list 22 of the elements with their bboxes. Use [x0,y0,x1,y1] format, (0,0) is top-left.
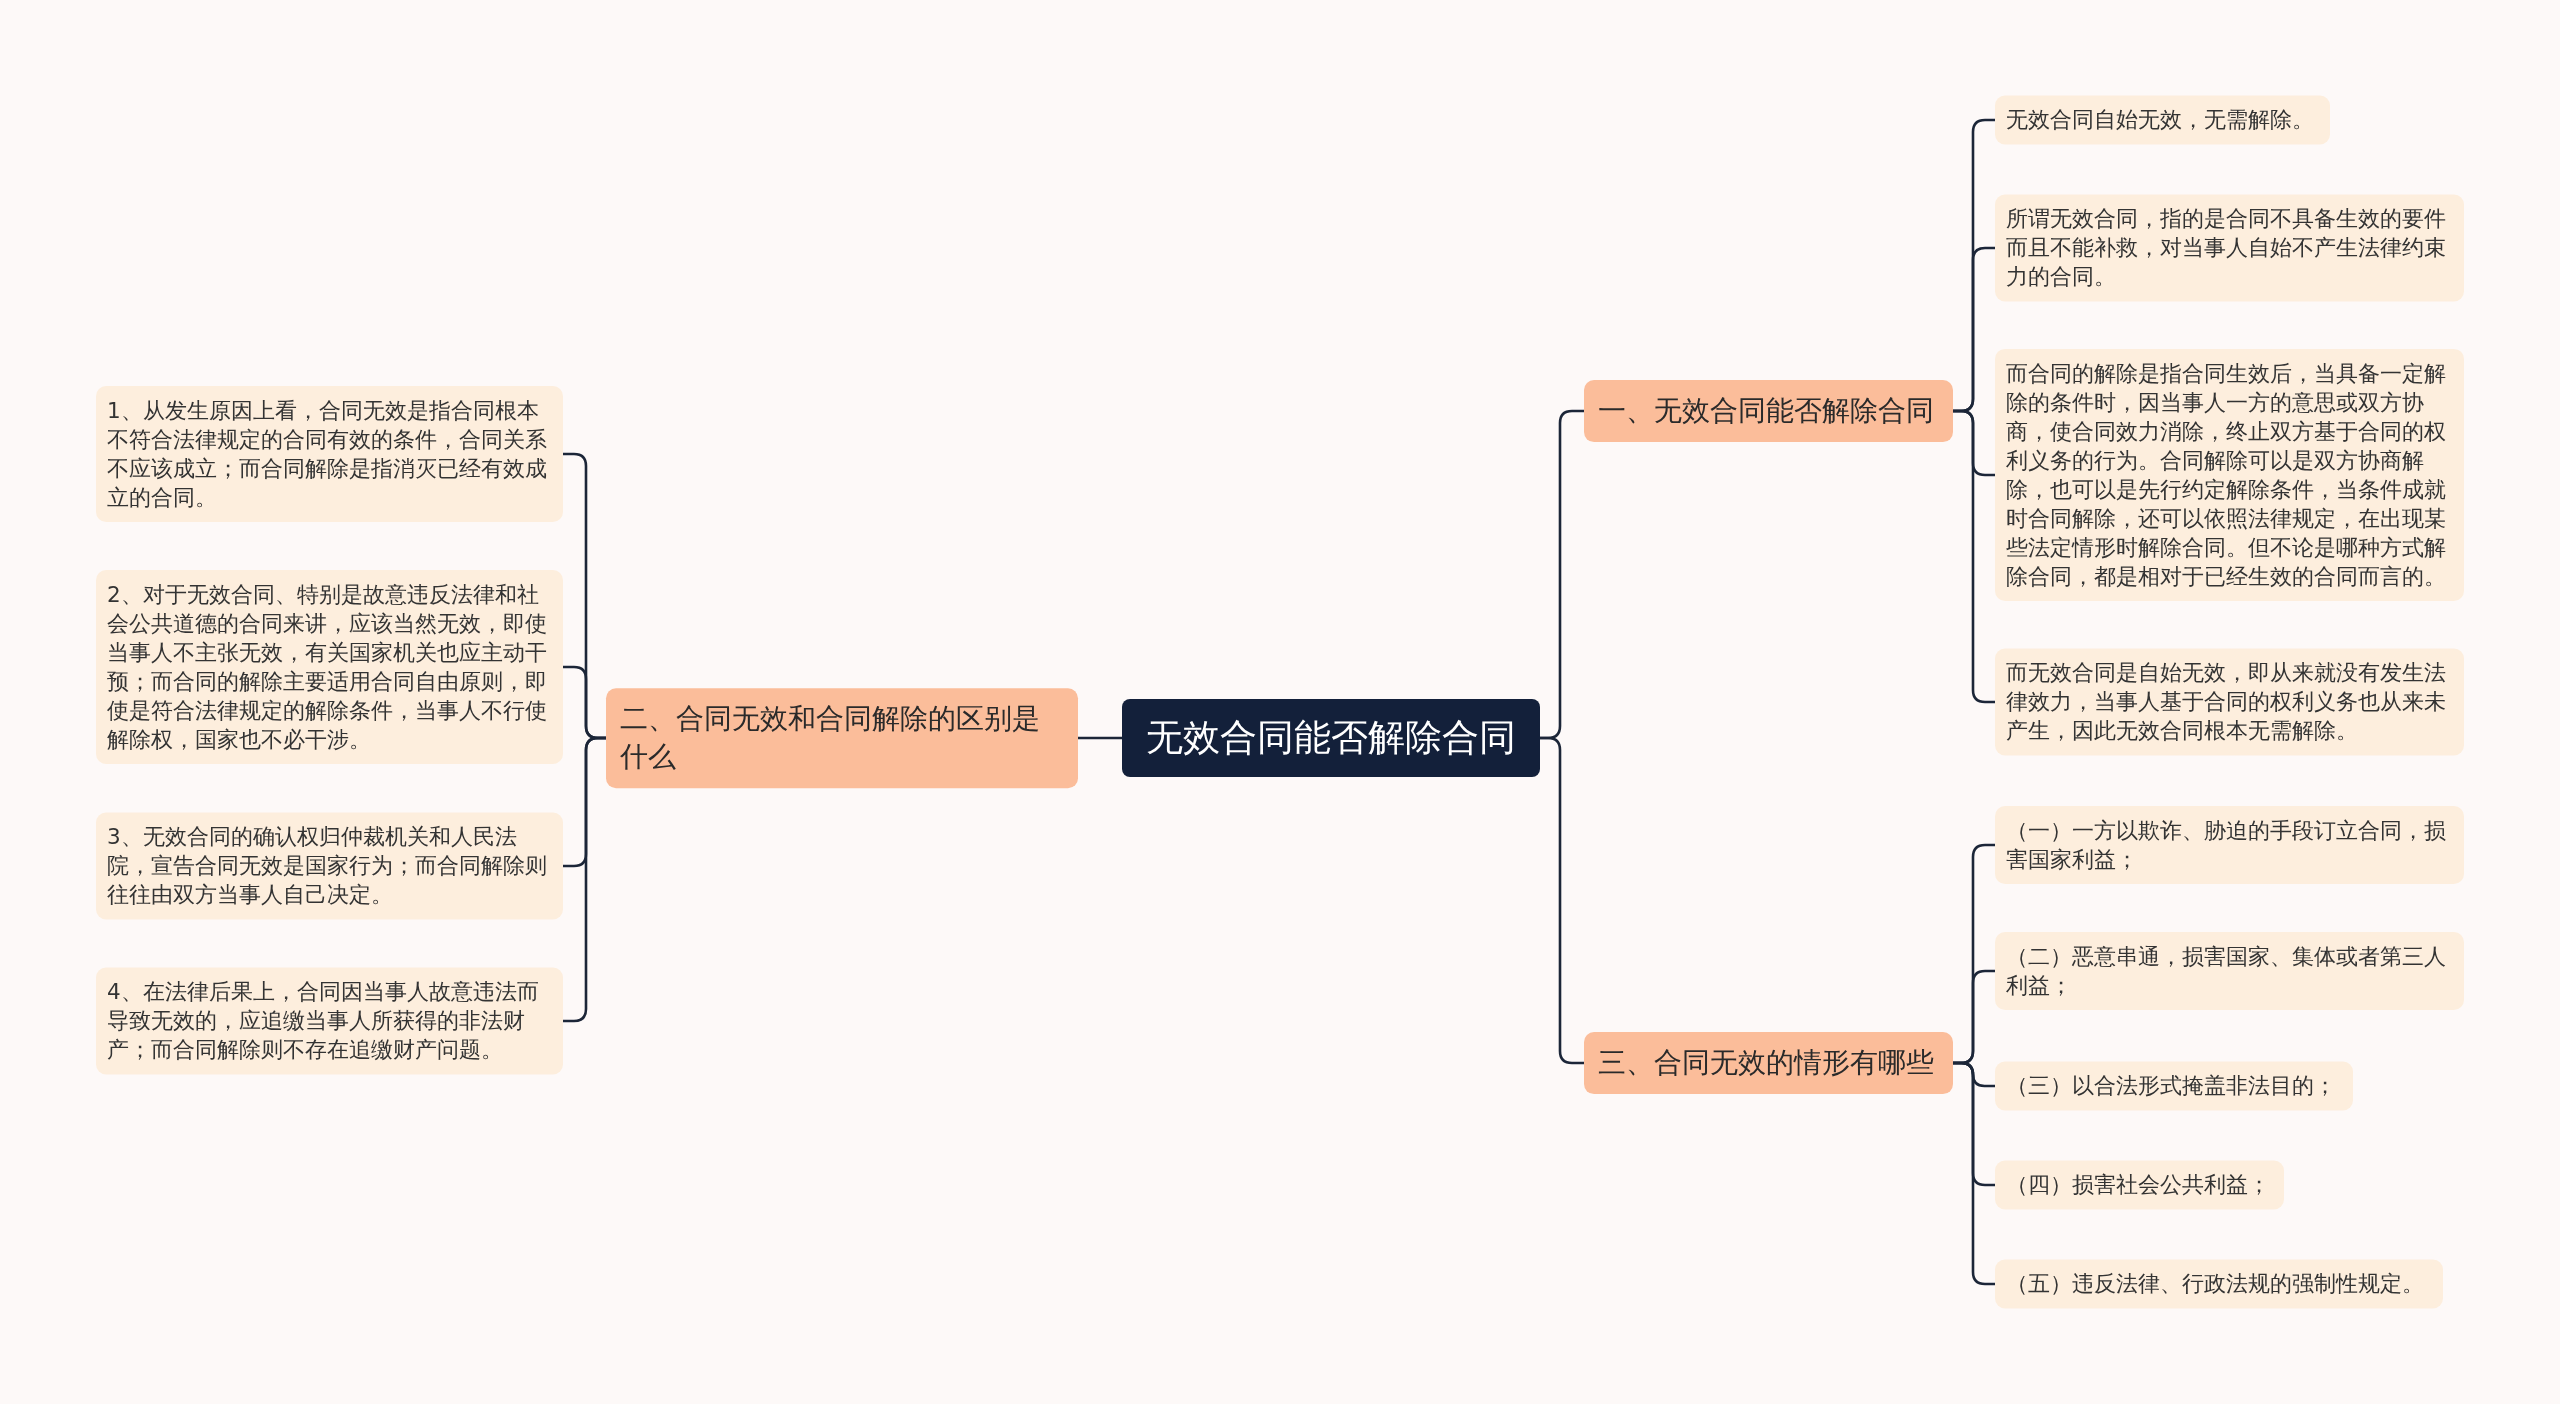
detail-card: （四）损害社会公共利益； [1995,1160,2284,1210]
detail-card: 而合同的解除是指合同生效后，当具备一定解除的条件时，因当事人一方的意思或双方协商，使合同效力消除，终止双方基于合同的权利义务的行为。合同解除可以是双方协商解除，也可以是先行约定解除条件，当条件成就时合同解除，还可以依照法律规定，在出现某些法定情形时解除合同。但不论是哪种方式解除合同，都是相对于已经生效的合同而言的。 [1995,348,2464,602]
branch-topic-box: 一、无效合同能否解除合同 [1584,380,1953,442]
detail-card: （三）以合法形式掩盖非法目的； [1995,1061,2353,1111]
connector-line [563,736,606,1023]
detail-card: 无效合同自始无效，无需解除。 [1995,95,2330,145]
detail-card: 所谓无效合同，指的是合同不具备生效的要件而且不能补救，对当事人自始不产生法律约束力的合同。 [1995,194,2464,302]
detail-card: 2、对于无效合同、特别是故意违反法律和社会公共道德的合同来讲，应该当然无效，即使当事人不主张无效，有关国家机关也应主动干预；而合同的解除主要适用合同自由原则，即使是符合法律规定的解除条件，当事人不行使解除权，国家也不必干涉。 [96,569,563,765]
detail-card: （一）一方以欺诈、胁迫的手段订立合同，损害国家利益； [1995,806,2464,884]
central-topic-box: 无效合同能否解除合同 [1122,699,1540,777]
connector-line [1953,1061,1995,1286]
detail-card: 而无效合同是自始无效，即从来就没有发生法律效力，当事人基于合同的权利义务也从来未产生，因此无效合同根本无需解除。 [1995,648,2464,756]
connector-line [1953,409,1995,704]
connector-line [1540,736,1584,1065]
detail-card: （二）恶意串通，损害国家、集体或者第三人利益； [1995,932,2464,1010]
detail-card: 3、无效合同的确认权归仲裁机关和人民法院，宣告合同无效是国家行为；而合同解除则往往由双方当事人自己决定。 [96,812,563,920]
detail-card: 4、在法律后果上，合同因当事人故意违法而导致无效的，应追缴当事人所获得的非法财产；而合同解除则不存在追缴财产问题。 [96,967,563,1075]
detail-card: （五）违反法律、行政法规的强制性规定。 [1995,1259,2443,1309]
branch-topic-box: 三、合同无效的情形有哪些 [1584,1032,1953,1094]
detail-card: 1、从发生原因上看，合同无效是指合同根本不符合法律规定的合同有效的条件，合同关系不应该成立；而合同解除是指消灭已经有效成立的合同。 [96,385,563,523]
branch-topic-box: 二、合同无效和合同解除的区别是什么 [606,688,1078,788]
connector-line [1078,736,1122,740]
